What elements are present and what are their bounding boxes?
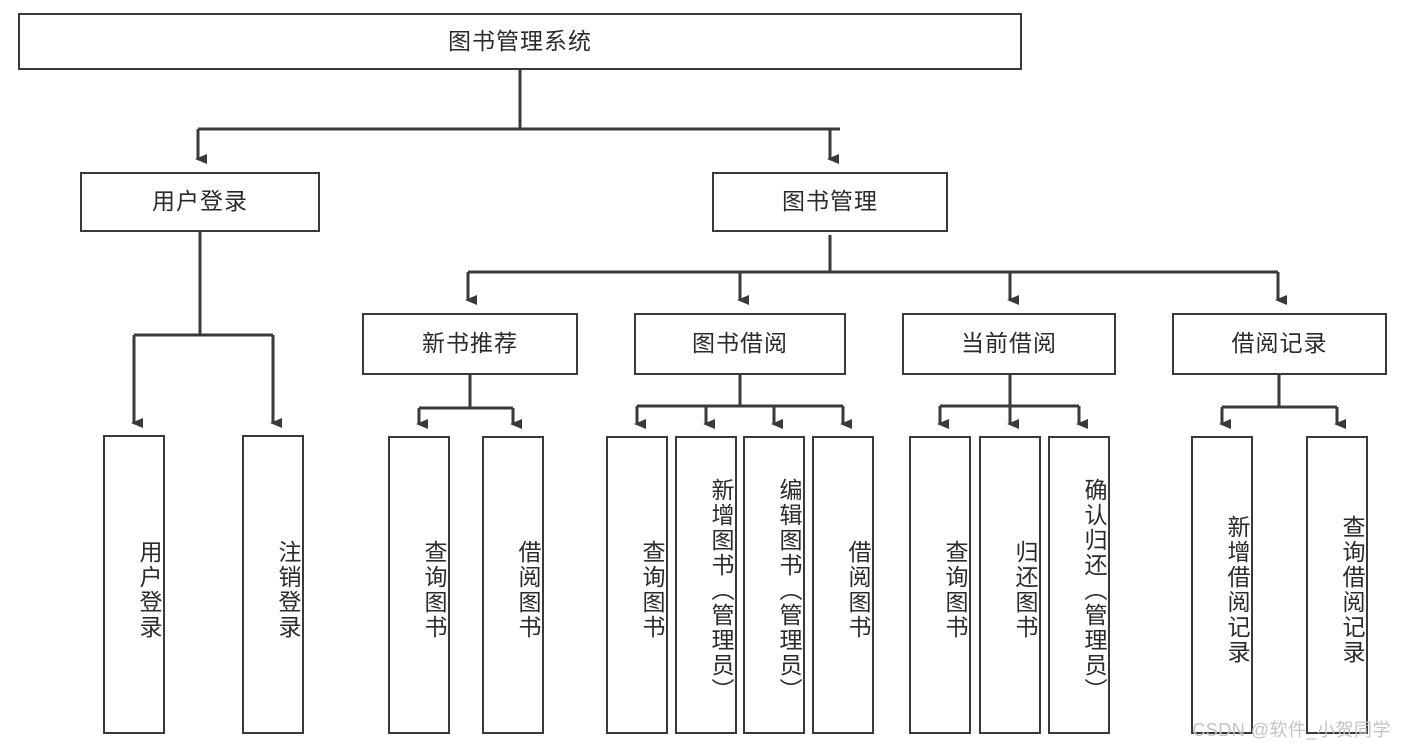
node-leaf-confirm-return-label: 确认归还（管理员） <box>1081 477 1107 703</box>
node-new-book-recommend-label: 新书推荐 <box>422 330 518 357</box>
node-leaf-query-book-1-label: 查询图书 <box>421 540 447 640</box>
node-root[interactable]: 图书管理系统 <box>18 13 1022 70</box>
node-leaf-user-logout[interactable]: 注销登录 <box>242 435 304 734</box>
csdn-watermark: CSDN @软件_小贺同学 <box>1192 720 1391 740</box>
node-leaf-query-book-3-label: 查询图书 <box>942 540 968 640</box>
node-leaf-query-book-3[interactable]: 查询图书 <box>909 436 971 734</box>
node-leaf-user-logout-label: 注销登录 <box>275 539 301 640</box>
node-current-borrow-label: 当前借阅 <box>961 330 1057 357</box>
node-leaf-query-book-2[interactable]: 查询图书 <box>606 436 668 734</box>
node-leaf-add-book-label: 新增图书（管理员） <box>708 477 734 703</box>
node-leaf-query-record-label: 查询借阅记录 <box>1339 515 1365 665</box>
node-leaf-query-book-1[interactable]: 查询图书 <box>388 436 450 734</box>
node-new-book-recommend[interactable]: 新书推荐 <box>362 313 578 375</box>
node-leaf-add-book[interactable]: 新增图书（管理员） <box>675 436 737 734</box>
node-user-login[interactable]: 用户登录 <box>80 172 320 232</box>
node-book-borrow-label: 图书借阅 <box>692 330 788 357</box>
node-leaf-query-book-2-label: 查询图书 <box>639 540 665 640</box>
node-leaf-user-login[interactable]: 用户登录 <box>103 435 165 734</box>
node-leaf-borrow-book-2-label: 借阅图书 <box>845 540 871 640</box>
node-borrow-record-label: 借阅记录 <box>1231 330 1328 357</box>
node-current-borrow[interactable]: 当前借阅 <box>902 313 1116 375</box>
node-book-management-label: 图书管理 <box>782 188 878 215</box>
node-root-label: 图书管理系统 <box>448 27 592 54</box>
node-leaf-add-record-label: 新增借阅记录 <box>1224 515 1250 665</box>
node-book-borrow[interactable]: 图书借阅 <box>634 313 846 375</box>
node-leaf-borrow-book-1-label: 借阅图书 <box>515 540 541 640</box>
node-leaf-edit-book-label: 编辑图书（管理员） <box>776 477 802 703</box>
node-borrow-record[interactable]: 借阅记录 <box>1172 313 1387 375</box>
node-leaf-confirm-return[interactable]: 确认归还（管理员） <box>1048 436 1110 734</box>
node-leaf-edit-book[interactable]: 编辑图书（管理员） <box>743 436 805 734</box>
node-leaf-borrow-book-1[interactable]: 借阅图书 <box>482 436 544 734</box>
node-leaf-query-record[interactable]: 查询借阅记录 <box>1306 436 1368 734</box>
node-leaf-add-record[interactable]: 新增借阅记录 <box>1191 436 1253 734</box>
node-leaf-return-book[interactable]: 归还图书 <box>979 436 1041 734</box>
node-book-management[interactable]: 图书管理 <box>712 172 948 232</box>
node-user-login-label: 用户登录 <box>152 188 248 215</box>
node-leaf-return-book-label: 归还图书 <box>1012 540 1038 640</box>
node-leaf-borrow-book-2[interactable]: 借阅图书 <box>812 436 874 734</box>
node-leaf-user-login-label: 用户登录 <box>136 539 162 640</box>
